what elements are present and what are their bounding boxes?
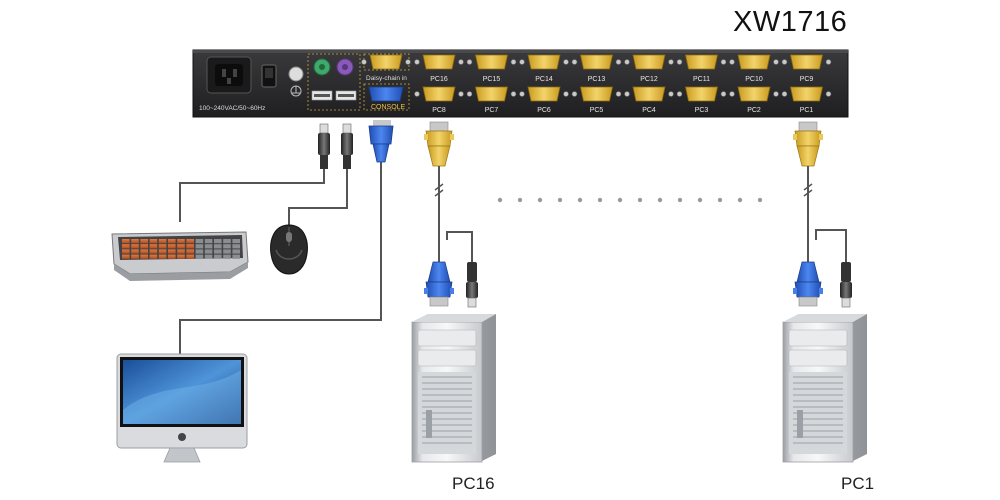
console-cables — [179, 160, 382, 355]
usb-mouse-plug — [340, 123, 354, 169]
port-label-pc12: PC12 — [640, 76, 658, 83]
keyboard-key — [204, 244, 213, 249]
keyboard-key — [223, 244, 231, 249]
console-label: CONSOLE — [371, 104, 406, 111]
keyboard-key — [186, 254, 194, 259]
keyboard-key — [140, 244, 148, 249]
keyboard-key — [204, 239, 213, 244]
keyboard-key — [131, 244, 139, 249]
port-label-pc7: PC7 — [485, 107, 499, 114]
ps2-keyboard-port-icon — [336, 58, 354, 76]
port-label-pc5: PC5 — [590, 107, 604, 114]
computer-tower-pc16 — [411, 313, 497, 463]
power-switch-icon — [261, 64, 277, 88]
keyboard-key — [232, 244, 240, 249]
keyboard-key — [140, 239, 148, 244]
keyboard-key — [223, 239, 231, 244]
keyboard-key — [168, 249, 176, 254]
computer-tower-pc1 — [782, 313, 868, 463]
keyboard-key — [186, 249, 194, 254]
keyboard-key — [158, 249, 167, 254]
keyboard-key — [232, 239, 240, 244]
port-label-pc14: PC14 — [535, 76, 553, 83]
port-label-pc6: PC6 — [537, 107, 551, 114]
keyboard-key — [158, 244, 167, 249]
keyboard-key — [186, 239, 194, 244]
port-label-pc2: PC2 — [747, 107, 761, 114]
keyboard-key — [131, 254, 139, 259]
keyboard-key — [158, 254, 167, 259]
keyboard-key — [177, 244, 185, 249]
apple-logo-icon — [178, 433, 186, 441]
keyboard-key — [195, 249, 204, 254]
keyboard-key — [214, 249, 222, 254]
port-label-pc1: PC1 — [800, 107, 814, 114]
keyboard-key — [168, 239, 176, 244]
monitor-icon — [116, 353, 248, 463]
keyboard-key — [140, 249, 148, 254]
keyboard-key — [232, 249, 240, 254]
keyboard-key — [177, 239, 185, 244]
keyboard-key — [214, 254, 222, 259]
port-label-pc9: PC9 — [800, 76, 814, 83]
usb-port-icon — [335, 90, 357, 101]
keyboard-key — [223, 254, 231, 259]
keyboard-key — [195, 244, 204, 249]
keyboard-key — [149, 239, 158, 244]
keyboard-key — [122, 254, 130, 259]
power-socket-icon — [206, 56, 252, 94]
port-label-pc15: PC15 — [483, 76, 501, 83]
port-label-pc3: PC3 — [695, 107, 709, 114]
keyboard-key — [149, 254, 158, 259]
port-label-pc13: PC13 — [588, 76, 606, 83]
port-label-pc10: PC10 — [745, 76, 763, 83]
keyboard-key — [168, 254, 176, 259]
keyboard-key — [168, 244, 176, 249]
keyboard-key — [195, 254, 204, 259]
model-title: XW1716 — [733, 6, 848, 38]
keyboard-key — [214, 244, 222, 249]
keyboard-key — [158, 239, 167, 244]
keyboard-key — [232, 254, 240, 259]
keyboard-key — [122, 244, 130, 249]
keyboard-key — [149, 249, 158, 254]
keyboard-key — [140, 254, 148, 259]
monitor-vga-plug — [368, 120, 394, 163]
usb-port-icon — [311, 90, 333, 101]
pc16-cable — [423, 121, 478, 308]
keyboard-icon — [111, 231, 249, 281]
keyboard-key — [122, 239, 130, 244]
keyboard-key — [122, 249, 130, 254]
keyboard-key — [214, 239, 222, 244]
keyboard-key — [186, 244, 194, 249]
pc1-cable — [792, 121, 852, 308]
port-label-pc16: PC16 — [430, 76, 448, 83]
port-label-pc11: PC11 — [693, 76, 710, 83]
keyboard-key — [195, 239, 204, 244]
fuse-icon — [288, 66, 304, 97]
daisy-chain-label: Daisy-chain in — [366, 75, 407, 82]
usb-keyboard-plug — [317, 123, 331, 169]
console-vga-port — [368, 86, 404, 102]
pc16-label: PC16 — [452, 474, 495, 493]
port-label-pc4: PC4 — [642, 107, 656, 114]
keyboard-key — [204, 254, 213, 259]
kvm-switch-rear-panel: 100~240VAC/50~60Hz Daisy-chain in CONSOL… — [192, 49, 849, 118]
port-label-pc8: PC8 — [432, 107, 446, 114]
keyboard-key — [131, 249, 139, 254]
mouse-icon — [270, 224, 308, 275]
keyboard-key — [204, 249, 213, 254]
pc1-label: PC1 — [841, 474, 875, 493]
keyboard-key — [149, 244, 158, 249]
keyboard-key — [223, 249, 231, 254]
keyboard-key — [177, 254, 185, 259]
keyboard-key — [131, 239, 139, 244]
ps2-mouse-port-icon — [313, 58, 331, 76]
power-rating-label: 100~240VAC/50~60Hz — [199, 105, 265, 112]
keyboard-key — [177, 249, 185, 254]
ellipsis-dots — [497, 197, 763, 203]
